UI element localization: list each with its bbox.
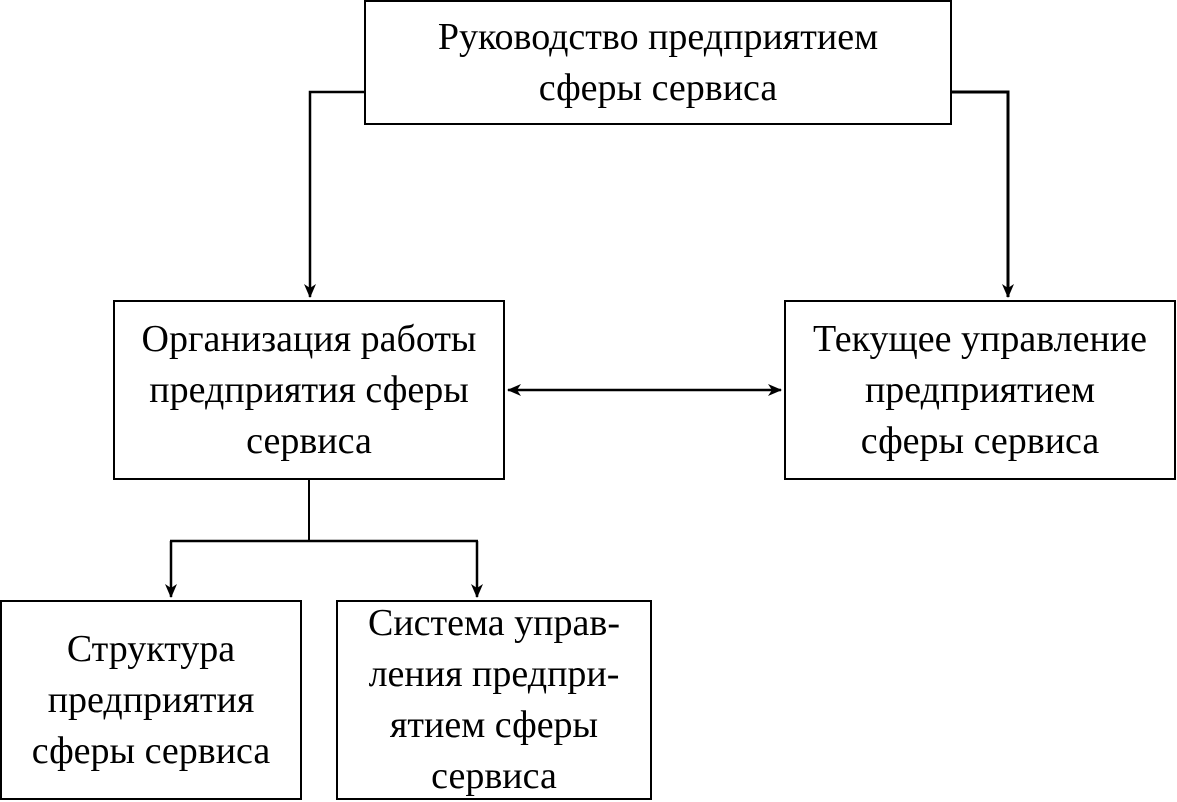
box-text-line: сферы сервиса (538, 66, 778, 109)
current-management-box: Текущее управление предприятием сферы се… (784, 300, 1176, 480)
management-box: Руководство предприятием сферы сервиса (364, 0, 952, 125)
organization-box: Организация работы предприятия сферы сер… (113, 300, 505, 480)
box-text-line: Система управ- (368, 602, 620, 644)
box-text-line: сферы сервиса (860, 419, 1100, 462)
box-text-line: предприятием (864, 368, 1096, 411)
arrow-top-to-organization (304, 90, 364, 298)
management-system-box: Система управ- ления предпри- ятием сфер… (336, 600, 652, 800)
structure-box: Структура предприятия сферы сервиса (0, 600, 302, 800)
box-text-line: ления предпри- (368, 653, 620, 695)
box-text-line: Структура (66, 627, 236, 670)
box-text-line: сервиса (246, 419, 372, 462)
box-text-line: сферы сервиса (31, 729, 271, 772)
box-text-line: Текущее управление (812, 317, 1148, 360)
box-text-line: ятием сферы (389, 704, 599, 746)
arrow-top-to-current (952, 90, 1014, 298)
box-text-line: предприятия (47, 678, 255, 721)
box-text-line: сервиса (431, 755, 557, 797)
box-text-line: Организация работы (141, 317, 477, 360)
box-text-line: предприятия сферы (149, 368, 469, 411)
box-text-line: Руководство предприятием (437, 15, 879, 58)
